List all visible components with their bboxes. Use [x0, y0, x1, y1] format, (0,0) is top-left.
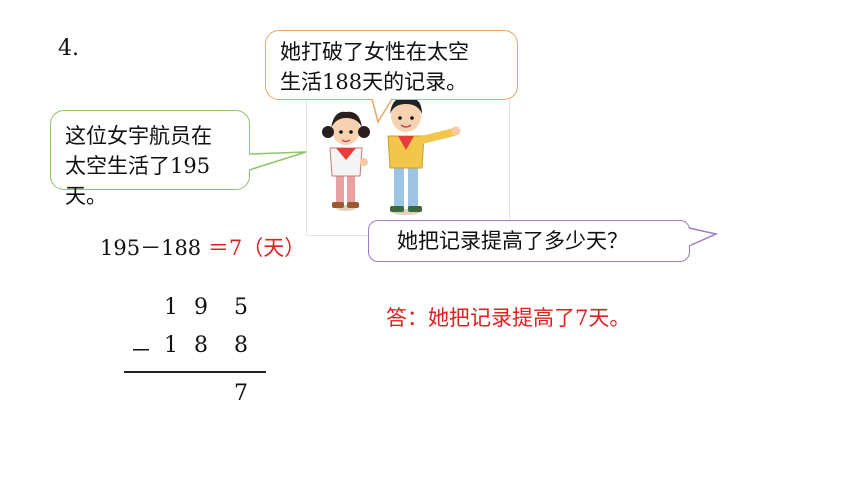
vertical-row-subtrahend: － 1 8 8	[120, 333, 270, 371]
bubble-left-line1: 这位女宇航员在	[65, 124, 212, 148]
answer-text: 答：她把记录提高了7天。	[386, 306, 631, 330]
equation-result: ＝7（天）	[207, 236, 306, 260]
digit: 8	[234, 333, 248, 358]
calculation-line	[124, 371, 266, 373]
digit: 9	[194, 295, 208, 320]
equation-expression: 195－188	[100, 236, 202, 260]
bubble-top-tail	[371, 98, 393, 124]
bubble-left-line2: 太空生活了195天。	[65, 154, 211, 208]
digit: 1	[164, 333, 178, 358]
girl-figure	[322, 111, 370, 211]
speech-bubble-girl: 这位女宇航员在 太空生活了195天。	[50, 110, 250, 208]
vertical-result: 7	[234, 381, 248, 406]
vertical-row-minuend: 1 9 5	[120, 295, 270, 333]
question-text: 她把记录提高了多少天？	[397, 229, 628, 253]
speech-bubble-boy: 她打破了女性在太空 生活188天的记录。	[265, 30, 518, 100]
vertical-calculation: 1 9 5 － 1 8 8 7	[120, 295, 270, 406]
minus-sign: －	[130, 339, 153, 364]
bubble-top-line1: 她打破了女性在太空	[280, 40, 469, 64]
digit: 5	[234, 295, 248, 320]
children-illustration	[322, 97, 461, 215]
digit: 1	[164, 295, 178, 320]
equation: 195－188 ＝7（天）	[100, 232, 305, 262]
speech-bubble-question: 她把记录提高了多少天？	[368, 220, 690, 262]
problem-number: 4.	[58, 36, 79, 61]
bubble-left-tail	[248, 151, 307, 171]
bubble-question-tail	[688, 227, 719, 247]
boy-figure	[387, 97, 461, 215]
bubble-top-line2: 生活188天的记录。	[280, 70, 468, 94]
digit: 8	[194, 333, 208, 358]
